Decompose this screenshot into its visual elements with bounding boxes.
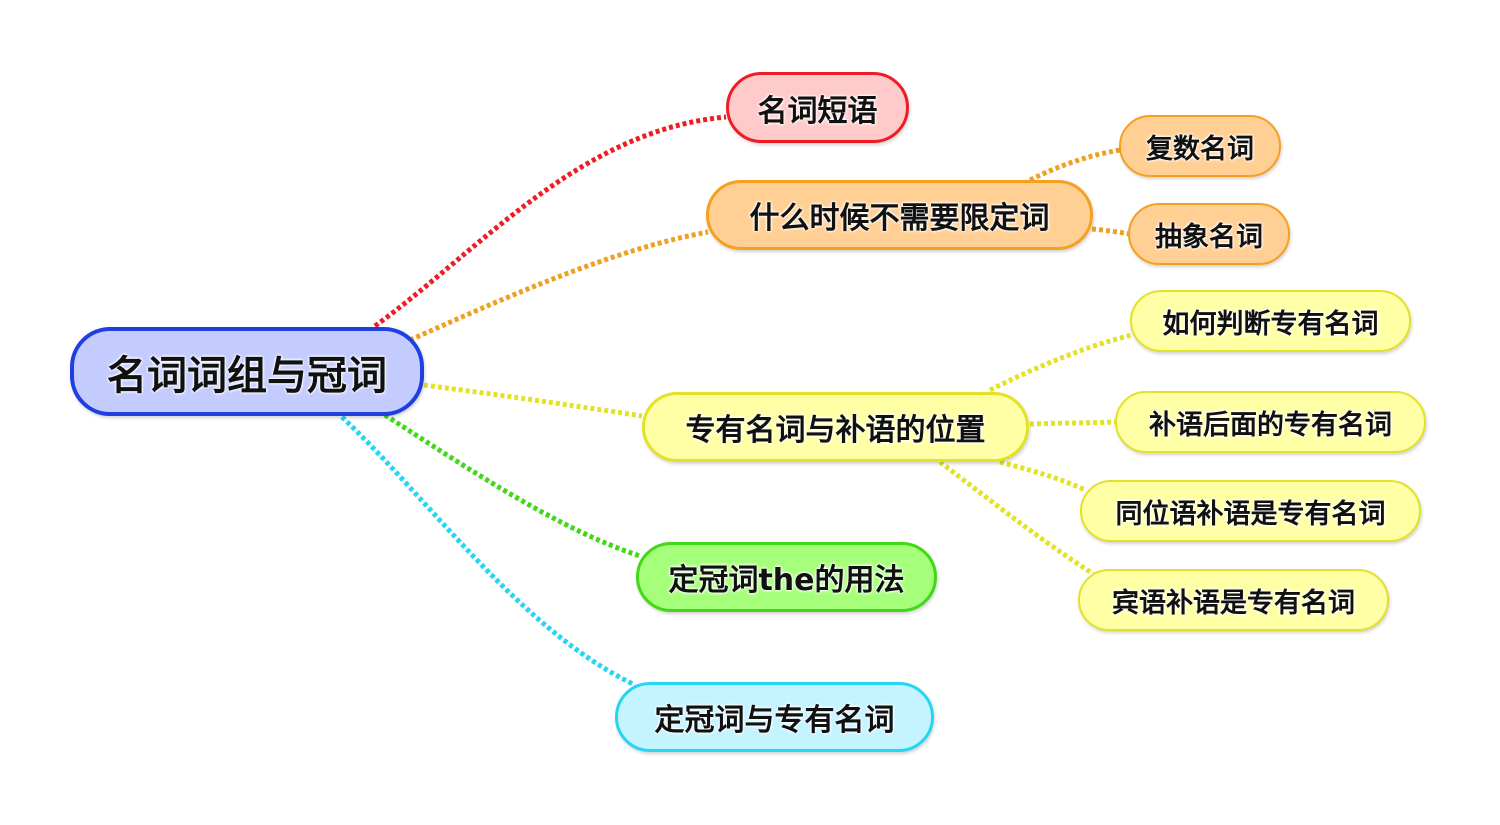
branch-node-no-determiner[interactable]: 什么时候不需要限定词 [706, 180, 1093, 250]
leaf-node-label: 同位语补语是专有名词 [1115, 498, 1386, 530]
leaf-node-label: 宾语补语是专有名词 [1112, 587, 1355, 619]
root-node-label: 名词词组与冠词 [107, 352, 387, 399]
leaf-node-object-complement[interactable]: 宾语补语是专有名词 [1078, 569, 1389, 631]
leaf-node-identify-proper-noun[interactable]: 如何判断专有名词 [1130, 290, 1411, 352]
leaf-node-plural-nouns[interactable]: 复数名词 [1119, 115, 1281, 177]
connector-root-orange [408, 229, 709, 343]
branch-node-label: 专有名词与补语的位置 [685, 413, 986, 448]
leaf-node-label: 补语后面的专有名词 [1149, 409, 1392, 441]
leaf-node-label: 如何判断专有名词 [1162, 308, 1379, 340]
leaf-node-abstract-nouns[interactable]: 抽象名词 [1128, 203, 1290, 265]
connector-root-cyan [340, 415, 637, 688]
branch-node-label: 定冠词与专有名词 [654, 703, 895, 738]
connector-orange-child-1 [1028, 147, 1121, 183]
branch-node-label: 什么时候不需要限定词 [749, 201, 1050, 236]
branch-node-label: 名词短语 [757, 93, 878, 129]
connector-root-red [373, 114, 727, 329]
connector-orange-child-2 [1091, 226, 1131, 237]
leaf-node-label: 复数名词 [1146, 133, 1254, 165]
connector-yellow-child-3 [999, 459, 1087, 493]
connector-yellow-child-1 [988, 332, 1133, 393]
branch-node-article-proper-noun[interactable]: 定冠词与专有名词 [615, 682, 934, 752]
leaf-node-label: 抽象名词 [1155, 221, 1263, 253]
branch-node-proper-noun-complement[interactable]: 专有名词与补语的位置 [642, 392, 1029, 462]
branch-node-label: 定冠词the的用法 [668, 563, 905, 598]
leaf-node-appositive-complement[interactable]: 同位语补语是专有名词 [1080, 480, 1421, 542]
connector-root-yellow [423, 382, 643, 419]
connector-yellow-child-4 [938, 460, 1097, 578]
branch-node-definite-article-usage[interactable]: 定冠词the的用法 [636, 542, 937, 612]
branch-node-noun-phrase[interactable]: 名词短语 [726, 72, 909, 143]
connector-yellow-child-2 [1029, 419, 1117, 427]
connector-root-green [383, 412, 641, 559]
root-node[interactable]: 名词词组与冠词 [70, 327, 424, 416]
leaf-node-proper-noun-after-complement[interactable]: 补语后面的专有名词 [1115, 391, 1426, 453]
